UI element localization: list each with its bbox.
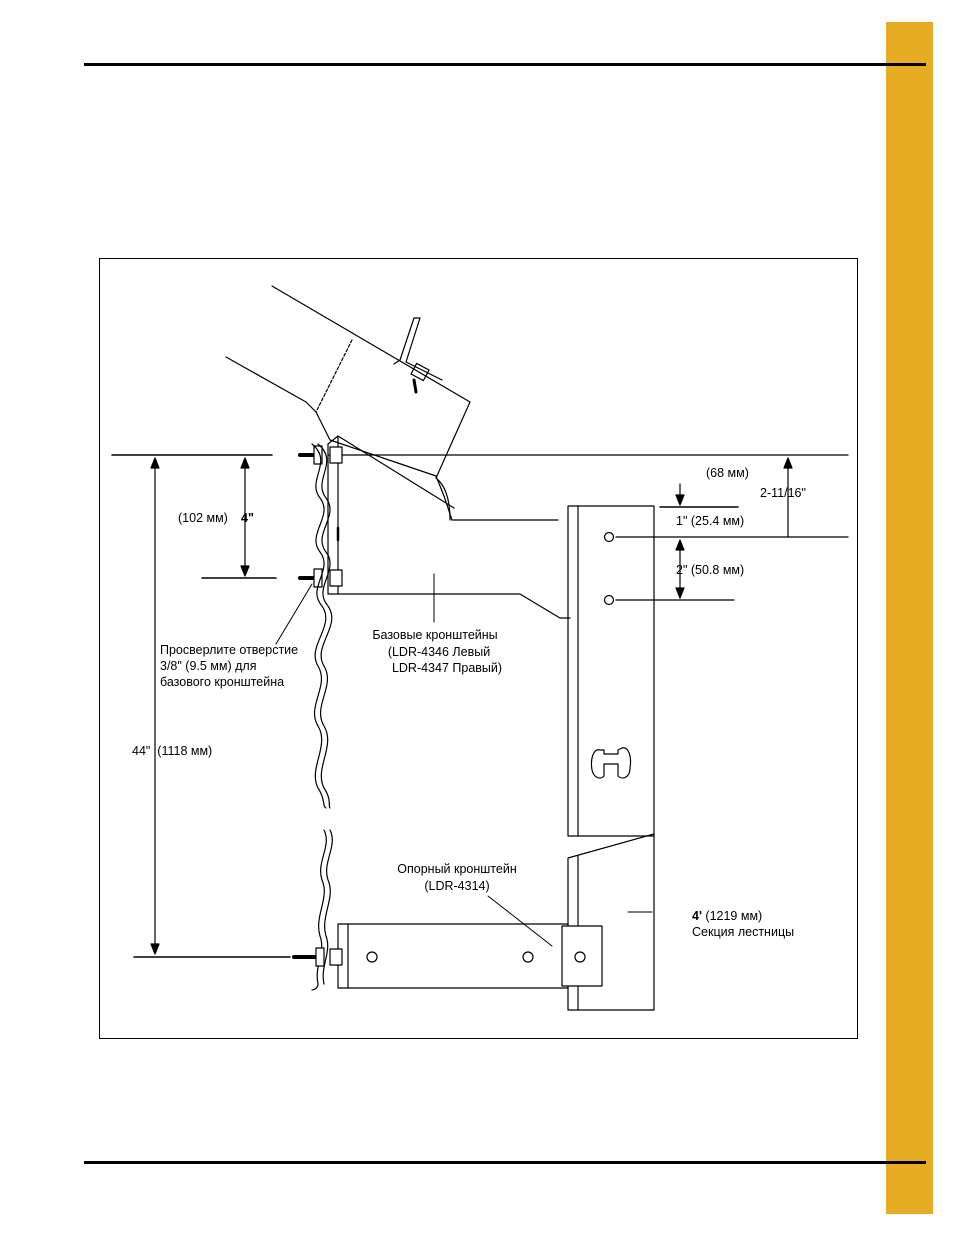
drill-note-line1: Просверлите отверстие bbox=[160, 643, 298, 658]
support-bracket bbox=[338, 924, 602, 988]
dim-top-mm-label: (68 мм) bbox=[706, 466, 749, 481]
support-bracket-line2: (LDR-4314) bbox=[384, 879, 530, 894]
dim-2in-label: 2" (50.8 мм) bbox=[676, 563, 744, 578]
base-brackets-line2: (LDR-4346 Левый bbox=[364, 645, 514, 660]
roof-panel bbox=[226, 286, 558, 520]
dim-44in-label: 44" (1118 мм) bbox=[132, 744, 212, 759]
dim-102mm-label: (102 мм) bbox=[178, 511, 228, 526]
ladder-section-size-rest: (1219 мм) bbox=[702, 909, 762, 923]
dim-top-in-label: 2-11/16" bbox=[760, 486, 806, 501]
ladder-section-size-bold: 4' bbox=[692, 909, 702, 923]
drill-note-line2: 3/8" (9.5 мм) для bbox=[160, 659, 256, 674]
support-bracket-line1: Опорный кронштейн bbox=[384, 862, 530, 877]
ladder-rail-upper bbox=[568, 506, 654, 836]
base-brackets-line1: Базовые кронштейны bbox=[360, 628, 510, 643]
ladder-section-name: Секция лестницы bbox=[692, 925, 794, 940]
corrugated-wall bbox=[312, 444, 332, 990]
drill-note-line3: базового кронштейна bbox=[160, 675, 284, 690]
dim-44-line bbox=[151, 458, 159, 954]
base-brackets-line3: LDR-4347 Правый) bbox=[372, 661, 522, 676]
base-bracket bbox=[328, 436, 570, 618]
bottom-bolt bbox=[294, 948, 342, 966]
dim-1in-label: 1" (25.4 мм) bbox=[676, 514, 744, 529]
ladder-section-size: 4' (1219 мм) bbox=[692, 909, 762, 924]
dim-4in-label: 4" bbox=[241, 511, 254, 526]
